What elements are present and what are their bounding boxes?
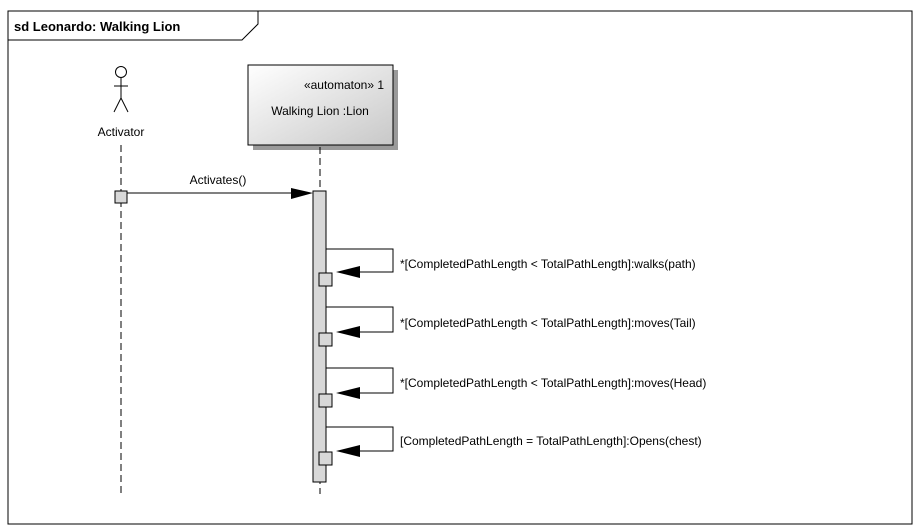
actor-icon[interactable] [113,66,129,113]
message-label: *[CompletedPathLength < TotalPathLength]… [400,316,696,330]
message-activates[interactable] [127,188,313,199]
self-message-moves-head[interactable] [318,367,394,408]
diagram-frame [7,10,913,525]
frame-title: sd Leonardo: Walking Lion [14,19,180,34]
self-message-walks[interactable] [318,248,394,287]
message-label: *[CompletedPathLength < TotalPathLength]… [400,257,696,271]
lifeline-stereotype: «automaton» 1 [304,78,384,92]
message-label: [CompletedPathLength = TotalPathLength]:… [400,434,702,448]
self-message-moves-tail[interactable] [318,306,394,347]
frame-title-tab [7,10,259,41]
lifeline-name: Walking Lion :Lion [271,104,369,118]
lion-lifeline-box[interactable] [247,64,398,150]
self-message-opens-chest[interactable] [318,426,394,466]
actor-label: Activator [98,125,145,139]
send-execution-box [114,190,128,204]
message-label: *[CompletedPathLength < TotalPathLength]… [400,376,706,390]
message-label: Activates() [190,173,247,187]
